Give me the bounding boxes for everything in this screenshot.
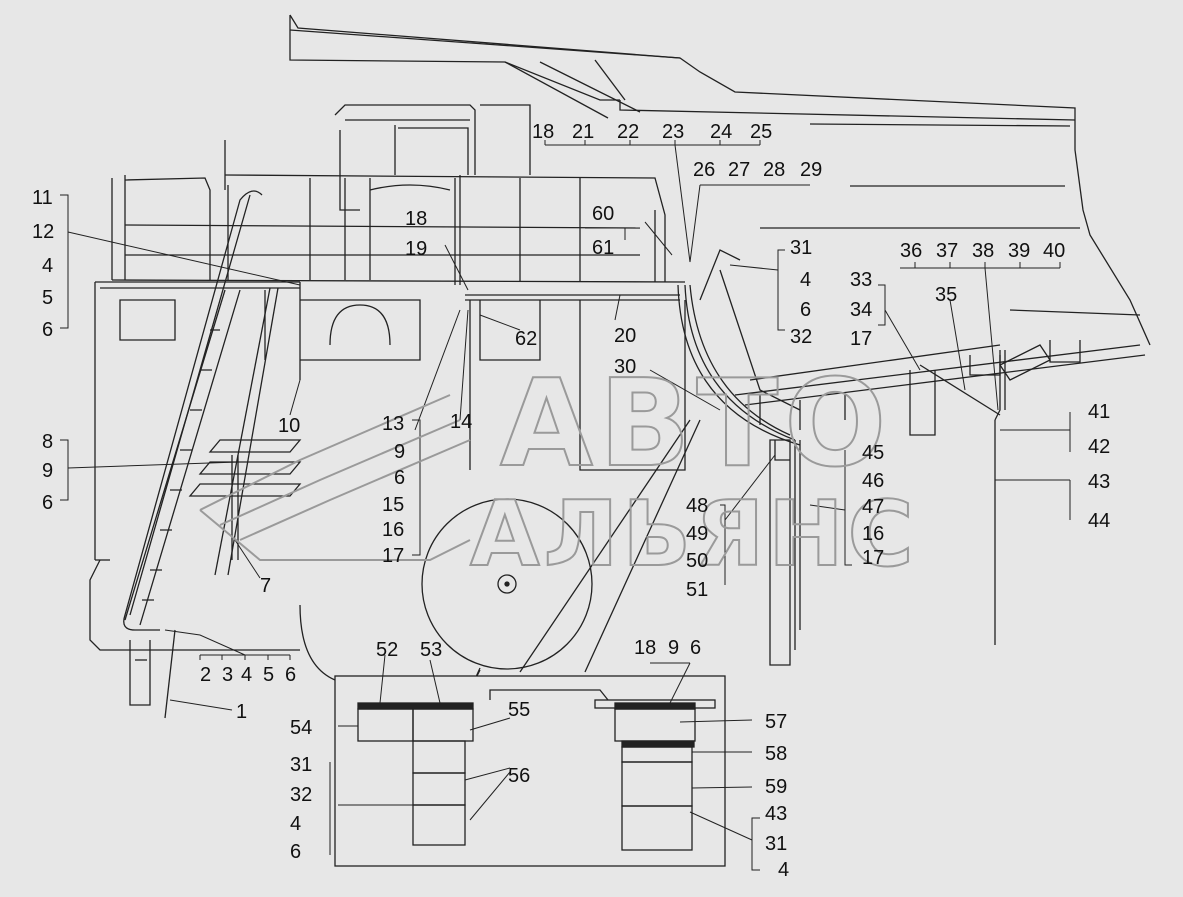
callout-62: 62: [515, 328, 537, 350]
callout-40: 40: [1043, 240, 1065, 262]
watermark-logo: [199, 394, 471, 561]
callout-18: 18: [532, 121, 554, 143]
callout-38: 38: [972, 240, 994, 262]
callout-60: 60: [592, 203, 614, 225]
callout-43: 43: [1088, 471, 1110, 493]
callout-36: 36: [900, 240, 922, 262]
callout-17: 17: [382, 545, 404, 567]
watermark-line1: АВТО: [500, 355, 892, 494]
callout-59: 59: [765, 776, 787, 798]
callout-51: 51: [686, 579, 708, 601]
callout-55: 55: [508, 699, 530, 721]
callout-42: 42: [1088, 436, 1110, 458]
callout-1: 1: [236, 701, 247, 723]
callout-45: 45: [862, 442, 884, 464]
callout-2: 2: [200, 664, 211, 686]
callout-56: 56: [508, 765, 530, 787]
callout-5: 5: [263, 664, 274, 686]
callout-32: 32: [290, 784, 312, 806]
callout-9: 9: [668, 637, 679, 659]
callout-14: 14: [450, 411, 472, 433]
callout-11: 11: [32, 187, 53, 209]
callout-labels: 11 12 4 5 6 8 9 6 10 7 2 3 4 5 6 1 18 19…: [32, 121, 1110, 881]
leader-lines: [60, 140, 1071, 871]
callout-6: 6: [42, 319, 53, 341]
callout-4: 4: [241, 664, 252, 686]
callout-46: 46: [862, 470, 884, 492]
callout-6: 6: [394, 467, 405, 489]
callout-58: 58: [765, 743, 787, 765]
callout-19: 19: [405, 238, 427, 260]
callout-33: 33: [850, 269, 872, 291]
callout-30: 30: [614, 356, 636, 378]
callout-31: 31: [790, 237, 812, 259]
callout-6: 6: [42, 492, 53, 514]
callout-54: 54: [290, 717, 312, 739]
callout-20: 20: [614, 325, 636, 347]
watermark: АВТО АЛЬЯНС: [199, 354, 918, 588]
callout-13: 13: [382, 413, 404, 435]
callout-52: 52: [376, 639, 398, 661]
callout-9: 9: [394, 441, 405, 463]
callout-39: 39: [1008, 240, 1030, 262]
callout-16: 16: [862, 523, 884, 545]
callout-25: 25: [750, 121, 772, 143]
callout-21: 21: [572, 121, 594, 143]
callout-29: 29: [800, 159, 822, 181]
callout-34: 34: [850, 299, 872, 321]
callout-31: 31: [765, 833, 787, 855]
callout-23: 23: [662, 121, 684, 143]
callout-53: 53: [420, 639, 442, 661]
callout-57: 57: [765, 711, 787, 733]
callout-3: 3: [222, 664, 233, 686]
callout-37: 37: [936, 240, 958, 262]
callout-5: 5: [42, 287, 53, 309]
callout-4: 4: [42, 255, 53, 277]
callout-12: 12: [32, 221, 54, 243]
callout-44: 44: [1088, 510, 1110, 532]
callout-27: 27: [728, 159, 750, 181]
watermark-line2: АЛЬЯНС: [470, 482, 918, 587]
callout-28: 28: [763, 159, 785, 181]
callout-6: 6: [800, 299, 811, 321]
callout-43: 43: [765, 803, 787, 825]
callout-15: 15: [382, 494, 404, 516]
callout-48: 48: [686, 495, 708, 517]
callout-4: 4: [290, 813, 301, 835]
inset-detail: [334, 675, 726, 867]
callout-9: 9: [42, 460, 53, 482]
callout-49: 49: [686, 523, 708, 545]
callout-17: 17: [862, 547, 884, 569]
callout-18: 18: [405, 208, 427, 230]
callout-61: 61: [592, 237, 614, 259]
callout-47: 47: [862, 496, 884, 518]
callout-26: 26: [693, 159, 715, 181]
callout-18: 18: [634, 637, 656, 659]
callout-7: 7: [260, 575, 271, 597]
callout-4: 4: [800, 269, 811, 291]
callout-8: 8: [42, 431, 53, 453]
callout-31: 31: [290, 754, 312, 776]
callout-6: 6: [690, 637, 701, 659]
callout-32: 32: [790, 326, 812, 348]
callout-24: 24: [710, 121, 732, 143]
callout-16: 16: [382, 519, 404, 541]
callout-17: 17: [850, 328, 872, 350]
callout-41: 41: [1088, 401, 1110, 423]
callout-10: 10: [278, 415, 300, 437]
callout-6: 6: [285, 664, 296, 686]
callout-6: 6: [290, 841, 301, 863]
callout-35: 35: [935, 284, 957, 306]
callout-4: 4: [778, 859, 789, 881]
callout-50: 50: [686, 550, 708, 572]
callout-22: 22: [617, 121, 639, 143]
